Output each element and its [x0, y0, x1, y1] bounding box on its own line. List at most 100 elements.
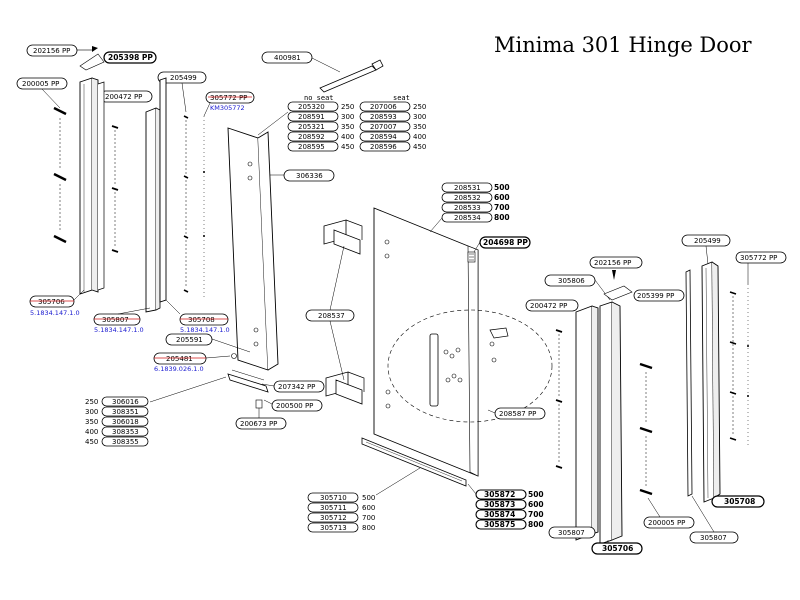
svg-text:250: 250 [341, 103, 354, 111]
svg-text:600: 600 [362, 504, 375, 512]
svg-text:308353: 308353 [112, 428, 139, 436]
svg-text:305807: 305807 [558, 529, 585, 537]
callout-208537: 208537 [305, 245, 355, 381]
svg-text:200673 PP: 200673 PP [240, 420, 277, 428]
svg-text:350: 350 [85, 418, 98, 426]
svg-text:seat: seat [393, 94, 410, 102]
svg-text:208595: 208595 [298, 143, 325, 151]
callout-200005-top: 200005 PP [16, 77, 68, 109]
svg-text:700: 700 [528, 510, 544, 519]
svg-text:305807: 305807 [102, 316, 129, 324]
svg-text:208531: 208531 [454, 184, 481, 192]
seat-row: 208591 300 208593 300 [287, 111, 426, 122]
lower-hinge [325, 371, 365, 405]
svg-text:208534: 208534 [454, 214, 481, 222]
handle-detail-circle [387, 309, 553, 423]
svg-text:450: 450 [413, 143, 426, 151]
svg-text:205320: 205320 [298, 103, 325, 111]
callout-205499-top: 205499 [157, 71, 207, 113]
svg-text:205499: 205499 [170, 74, 197, 82]
svg-text:300: 300 [341, 113, 354, 121]
svg-text:208593: 208593 [370, 113, 397, 121]
svg-text:300: 300 [85, 408, 98, 416]
svg-text:800: 800 [528, 520, 544, 529]
right-screws [555, 329, 653, 496]
callout-200500: 200500 PP [263, 399, 323, 412]
svg-text:305772 PP: 305772 PP [740, 254, 777, 262]
left-size-table: 250 306016 300 308351 350 306018 400 308… [85, 396, 149, 447]
callout-202156-right: 202156 PP [589, 256, 643, 280]
callout-305772-right: 305772 PP [735, 251, 787, 284]
svg-text:250: 250 [85, 398, 98, 406]
center-glass-panel [373, 207, 479, 477]
svg-text:305806: 305806 [558, 277, 585, 285]
svg-text:208533: 208533 [454, 204, 481, 212]
svg-text:200500 PP: 200500 PP [276, 402, 313, 410]
seat-row: 205321 350 207007 350 [287, 121, 426, 132]
hinge-pins [183, 115, 205, 300]
bottom-size-table: 305710 500 305711 600 305712 700 305713 … [307, 492, 375, 533]
svg-text:200005 PP: 200005 PP [648, 519, 685, 527]
svg-text:208596: 208596 [370, 143, 397, 151]
svg-text:200005 PP: 200005 PP [22, 80, 59, 88]
svg-text:202156 PP: 202156 PP [594, 259, 631, 267]
svg-text:800: 800 [362, 524, 375, 532]
callout-305706-right: 305706 [591, 540, 643, 555]
far-right-profile [701, 261, 721, 503]
callout-207342: 207342 PP [261, 380, 325, 393]
svg-text:305772 PP: 305772 PP [210, 94, 247, 102]
svg-text:305875: 305875 [484, 520, 515, 529]
svg-text:600: 600 [528, 500, 544, 509]
left-screws [53, 106, 119, 253]
callout-200472-top: 200472 PP [99, 90, 153, 103]
left-wall-profile [79, 77, 105, 295]
svg-text:208591: 208591 [298, 113, 325, 121]
svg-text:305712: 305712 [320, 514, 347, 522]
svg-text:250: 250 [413, 103, 426, 111]
svg-text:400: 400 [413, 133, 426, 141]
panel-size-table: 208531 500 208532 600 208533 700 208534 … [429, 182, 510, 233]
svg-text:202156 PP: 202156 PP [33, 47, 70, 55]
svg-text:205499: 205499 [694, 237, 721, 245]
callout-305708-left: 305708 5.1834.147.1.0 [165, 299, 230, 334]
svg-text:205321: 205321 [298, 123, 325, 131]
svg-text:700: 700 [362, 514, 375, 522]
callout-305708-right: 305708 [711, 495, 765, 508]
svg-text:306018: 306018 [112, 418, 139, 426]
svg-text:450: 450 [341, 143, 354, 151]
svg-text:800: 800 [494, 213, 510, 222]
callout-305807-bottom-right: 305807 [548, 526, 596, 539]
svg-text:350: 350 [413, 123, 426, 131]
svg-text:208537: 208537 [318, 312, 345, 320]
svg-text:207006: 207006 [370, 103, 397, 111]
seal-size-table: 305872 500 305873 600 305874 700 305875 … [467, 483, 544, 530]
seat-row: 208592 400 208594 400 [287, 131, 426, 142]
callout-204698: 204698 PP [473, 236, 531, 253]
svg-text:700: 700 [494, 203, 510, 212]
callout-205481: 205481 6.1839.026.1.0 [153, 352, 237, 373]
svg-text:5.1834.147.1.0: 5.1834.147.1.0 [30, 309, 80, 317]
callout-205399: 205399 PP [603, 285, 685, 302]
svg-text:no seat: no seat [304, 94, 334, 102]
svg-text:305711: 305711 [320, 504, 347, 512]
svg-text:208594: 208594 [370, 133, 397, 141]
svg-text:208587 PP: 208587 PP [499, 410, 536, 418]
svg-text:400981: 400981 [274, 54, 301, 62]
svg-text:308351: 308351 [112, 408, 139, 416]
svg-text:207342 PP: 207342 PP [278, 383, 315, 391]
svg-text:305710: 305710 [320, 494, 347, 502]
svg-text:200472 PP: 200472 PP [530, 302, 567, 310]
svg-text:305708: 305708 [724, 497, 755, 506]
svg-text:500: 500 [362, 494, 375, 502]
svg-text:300: 300 [413, 113, 426, 121]
seat-table: no seat seat 205320 250 207006 250 20859… [257, 94, 426, 152]
svg-text:305708: 305708 [188, 316, 215, 324]
callout-200673: 200673 PP [235, 399, 287, 430]
svg-text:6.1839.026.1.0: 6.1839.026.1.0 [154, 365, 204, 373]
diagram-title: Minima 301 Hinge Door [494, 33, 752, 57]
right-wall-profile [575, 301, 623, 545]
svg-text:306336: 306336 [296, 172, 323, 180]
svg-text:400: 400 [341, 133, 354, 141]
svg-text:450: 450 [85, 438, 98, 446]
